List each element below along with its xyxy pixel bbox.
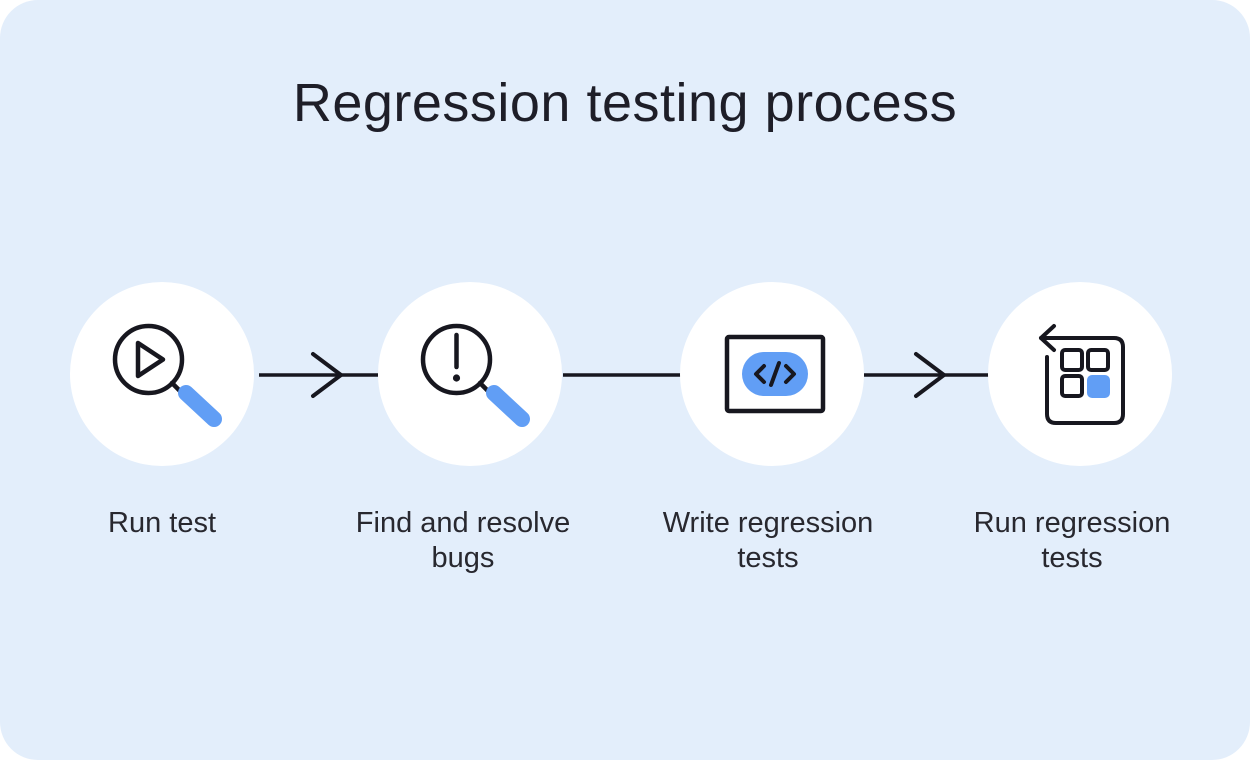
step-badge-find-bugs: [378, 282, 562, 466]
test-suite-loop-icon: [1039, 324, 1125, 425]
connector-arrow-3: [864, 352, 989, 398]
step-badge-run-test: [70, 282, 254, 466]
step-label-run-regression: Run regression tests: [973, 507, 1171, 574]
magnifier-exclamation-icon: [420, 323, 530, 427]
code-window-icon: [724, 334, 826, 414]
page-title: Regression testing process: [292, 73, 958, 133]
connector-arrow-1: [259, 352, 378, 398]
step-label-run-test: Run test: [108, 507, 216, 539]
magnifier-play-icon: [112, 323, 222, 427]
step-label-write-tests: Write regression tests: [662, 507, 874, 574]
step-badge-run-regression: [988, 282, 1172, 466]
step-badge-write-tests: [680, 282, 864, 466]
step-label-find-bugs: Find and resolve bugs: [355, 507, 571, 574]
